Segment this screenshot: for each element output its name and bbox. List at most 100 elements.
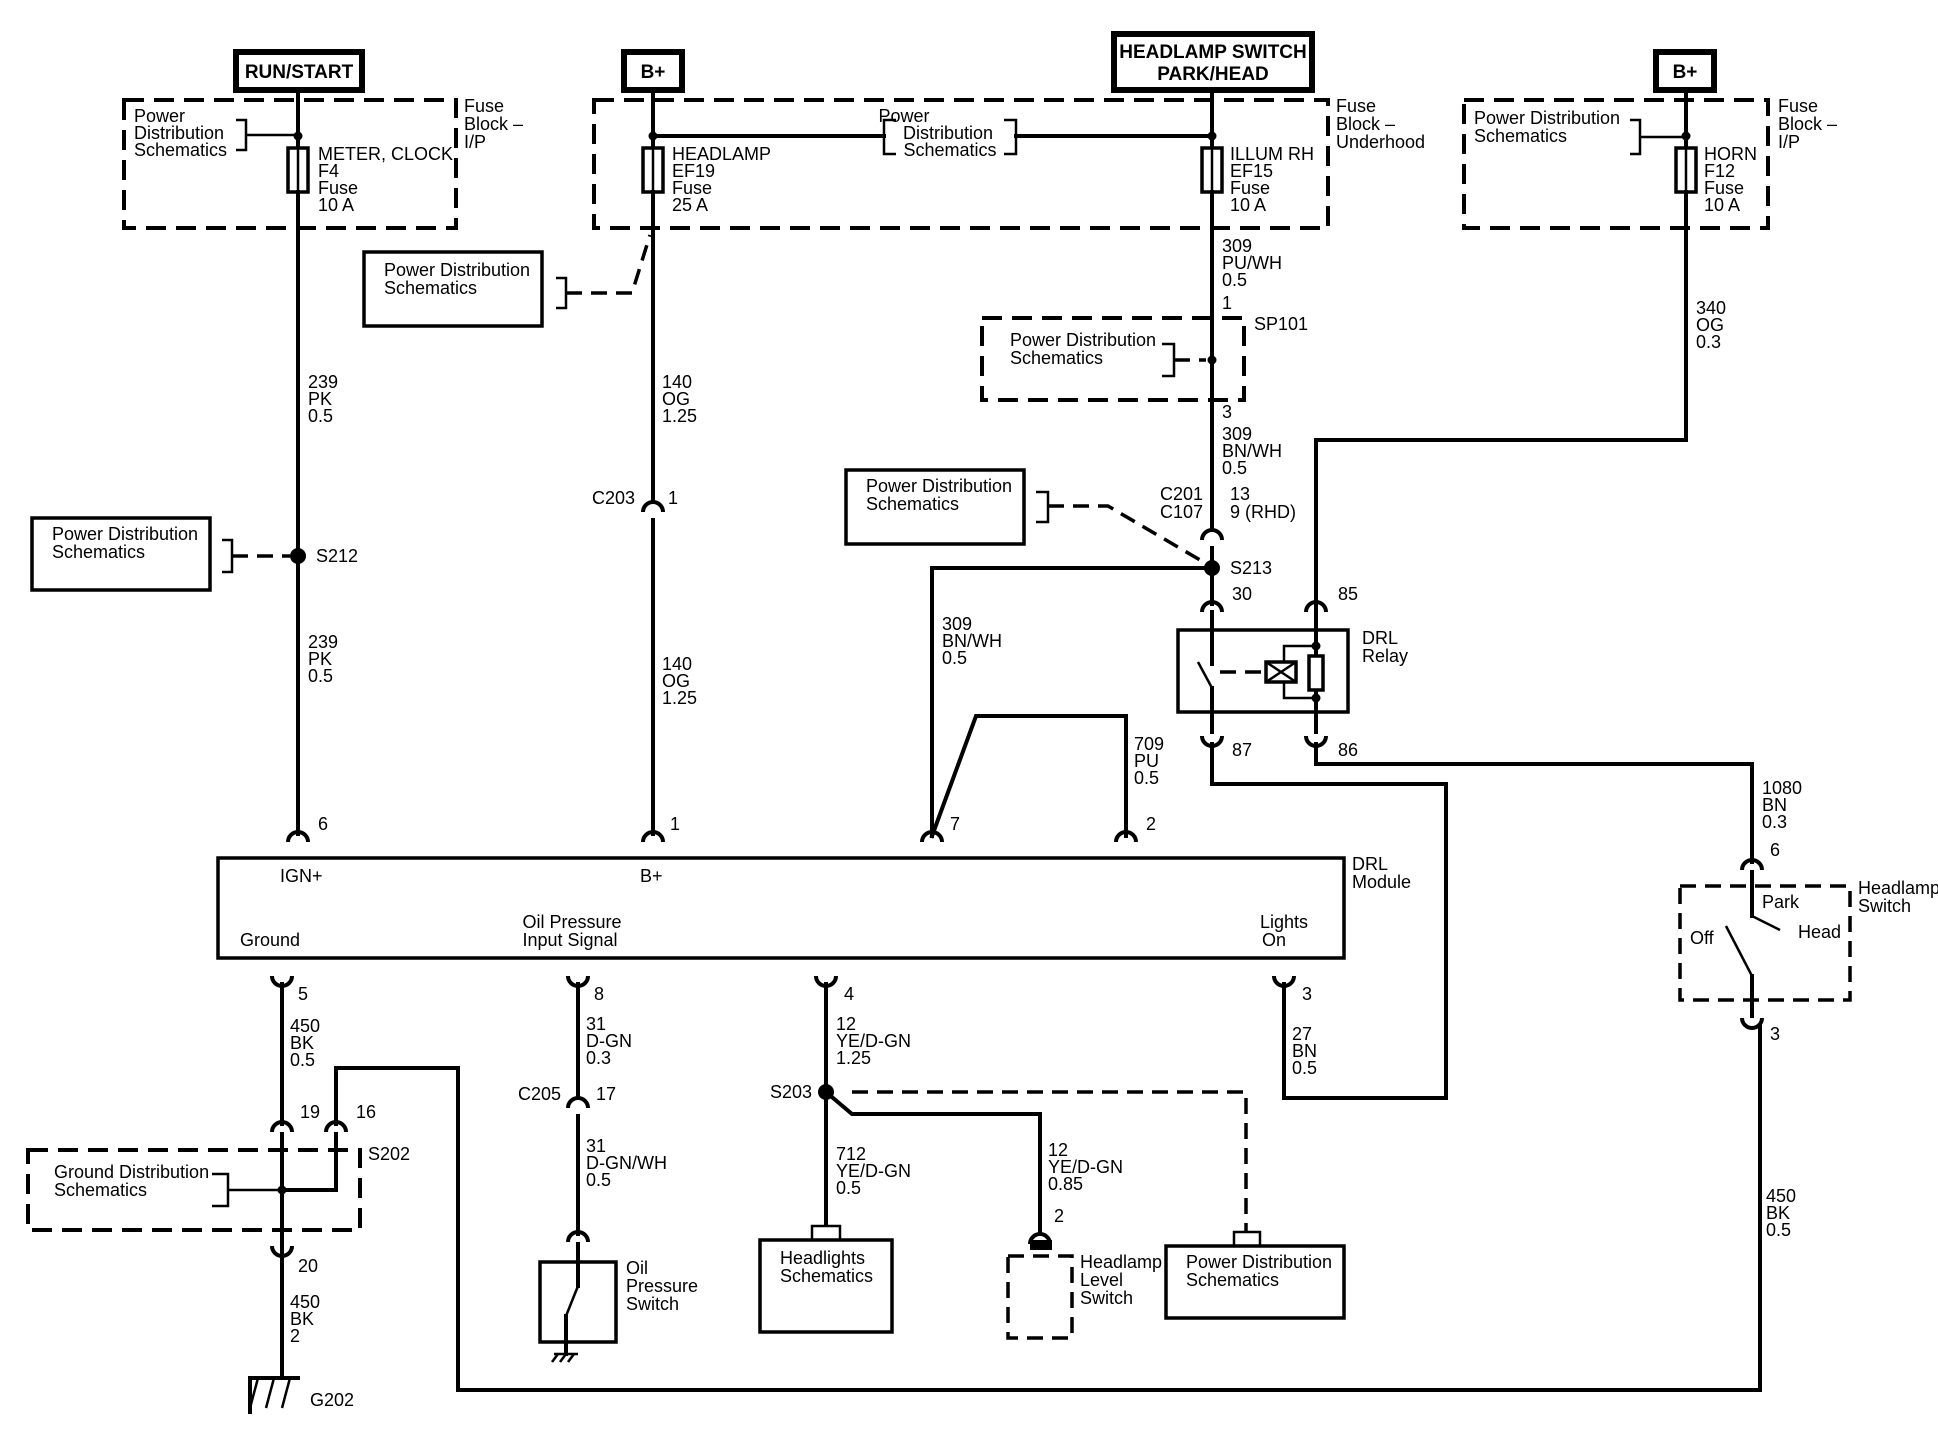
wire-450c-gauge: 0.5 [1766, 1220, 1791, 1240]
fuse-f12-rating: 10 A [1704, 195, 1740, 215]
relay-pin-87: 87 [1232, 740, 1252, 760]
oil-switch-line2: Pressure [626, 1276, 698, 1296]
sp101-pin-1: 1 [1222, 293, 1232, 313]
wire-1080-color: BN [1762, 795, 1787, 815]
fuse-f4: METER, CLOCK F4 Fuse 10 A [286, 144, 453, 215]
junction-dot [1681, 131, 1691, 141]
fuse-ef19-name: HEADLAMP [672, 144, 771, 164]
pin-6-ign: 6 [318, 814, 328, 834]
junction-dot [1207, 355, 1217, 365]
connector-c107-label: C107 [1160, 502, 1203, 522]
wire-140b-circuit: 140 [662, 654, 692, 674]
hl-switch-off: Off [1690, 928, 1715, 948]
level-switch-line1: Headlamp [1080, 1252, 1162, 1272]
junction-dot [277, 1185, 287, 1195]
wire-12a-color: YE/D-GN [836, 1031, 911, 1051]
splice-s202-label: S202 [368, 1144, 410, 1164]
wire-31b-circuit: 31 [586, 1136, 606, 1156]
fuse-ef19-type: Fuse [672, 178, 712, 198]
pds-ref-fuse-underhood-line2: Distribution [903, 123, 993, 143]
pin-3-lights: 3 [1302, 984, 1312, 1004]
wire-450b-circuit: 450 [290, 1292, 320, 1312]
oil-switch-line3: Switch [626, 1294, 679, 1314]
wire-340-color: OG [1696, 315, 1724, 335]
connector-c203: C203 1 [592, 488, 678, 518]
pds-ref-sp101-line2: Schematics [1010, 348, 1103, 368]
relay-name-line1: DRL [1362, 628, 1398, 648]
connector-c205: C205 17 [518, 1084, 616, 1114]
header-b-plus-right: B+ [1653, 49, 1717, 93]
pds-ref-bottom-line2: Schematics [1186, 1270, 1279, 1290]
headlamp-level-switch [1006, 1240, 1074, 1340]
fuse-block-underhood-line1: Fuse [1336, 96, 1376, 116]
pds-ref-fuse-ip-left-line3: Schematics [134, 140, 227, 160]
splice-sp101-label: SP101 [1254, 314, 1308, 334]
fuse-f12-id: F12 [1704, 161, 1735, 181]
connector-c203-label: C203 [592, 488, 635, 508]
junction-dot [1311, 693, 1321, 703]
pds-ref-fuse-ip-right-line2: Schematics [1474, 126, 1567, 146]
level-switch-line2: Level [1080, 1270, 1123, 1290]
relay-name-line2: Relay [1362, 646, 1408, 666]
wire-31a-circuit: 31 [586, 1014, 606, 1034]
wire-450a-gauge: 0.5 [290, 1050, 315, 1070]
pds-ref-bottom: Power Distribution Schematics [1164, 1230, 1346, 1320]
pin-1-bplus: 1 [670, 814, 680, 834]
wire-450a-color: BK [290, 1033, 314, 1053]
wire-12b-color: YE/D-GN [1048, 1157, 1123, 1177]
wire-709-circuit: 709 [1134, 734, 1164, 754]
wire-140a-gauge: 1.25 [662, 406, 697, 426]
wire-309c-gauge: 0.5 [942, 648, 967, 668]
header-run-start-label: RUN/START [245, 62, 354, 83]
relay-pin-85: 85 [1338, 584, 1358, 604]
header-b-plus-left-label: B+ [641, 62, 666, 83]
fuse-block-ip-left-line1: Fuse [464, 96, 504, 116]
pds-ref-sp101: Power Distribution Schematics [1010, 330, 1206, 378]
wire-239a-circuit: 239 [308, 372, 338, 392]
pin-8-oil: 8 [594, 984, 604, 1004]
connector-c201-pin: 13 [1230, 484, 1250, 504]
fuse-ef15: ILLUM RH EF15 Fuse 10 A [1200, 144, 1314, 215]
wire-712-circuit: 712 [836, 1144, 866, 1164]
wire-140a-color: OG [662, 389, 690, 409]
connector-c205-pin: 17 [596, 1084, 616, 1104]
wire-1080-gauge: 0.3 [1762, 812, 1787, 832]
s202-pin-16: 16 [356, 1102, 376, 1122]
sp101-pin-3: 3 [1222, 402, 1232, 422]
wire-309b-gauge: 0.5 [1222, 458, 1247, 478]
pds-ref-fuse-ip-right: Power Distribution Schematics [1474, 108, 1686, 156]
module-bplus-label: B+ [640, 866, 663, 886]
header-b-plus-left: B+ [621, 49, 685, 93]
pin-5-ground: 5 [298, 984, 308, 1004]
wire-31b-color: D-GN/WH [586, 1153, 667, 1173]
splice-s213-label: S213 [1230, 558, 1272, 578]
wire-450c-color: BK [1766, 1203, 1790, 1223]
pds-ref-fuse-underhood-line3: Schematics [903, 140, 996, 160]
gds-ref-line2: Schematics [54, 1180, 147, 1200]
wire-309c-circuit: 309 [942, 614, 972, 634]
fuse-f12: HORN F12 Fuse 10 A [1674, 144, 1757, 215]
fuse-block-underhood-line3: Underhood [1336, 132, 1425, 152]
wire-31b-gauge: 0.5 [586, 1170, 611, 1190]
wire-140b-color: OG [662, 671, 690, 691]
level-switch-line3: Switch [1080, 1288, 1133, 1308]
junction-dot [1311, 641, 1321, 651]
hl-switch-head: Head [1798, 922, 1841, 942]
pds-ref-ef19-line2: Schematics [384, 278, 477, 298]
hl-switch-name-line2: Switch [1858, 896, 1911, 916]
pds-ref-fuse-ip-left-line2: Distribution [134, 123, 224, 143]
pds-ref-c201-line1: Power Distribution [866, 476, 1012, 496]
fuse-ef19-rating: 25 A [672, 195, 708, 215]
wire-309b-circuit: 309 [1222, 424, 1252, 444]
s202-pin-20: 20 [298, 1256, 318, 1276]
hl-switch-park: Park [1762, 892, 1800, 912]
module-name-line1: DRL [1352, 854, 1388, 874]
fuse-f12-type: Fuse [1704, 178, 1744, 198]
wire-309a-gauge: 0.5 [1222, 270, 1247, 290]
wire-27-gauge: 0.5 [1292, 1058, 1317, 1078]
fuse-block-ip-right-line1: Fuse [1778, 96, 1818, 116]
wire-239a-color: PK [308, 389, 332, 409]
connector-c205-label: C205 [518, 1084, 561, 1104]
fuse-block-ip-left [122, 98, 458, 230]
